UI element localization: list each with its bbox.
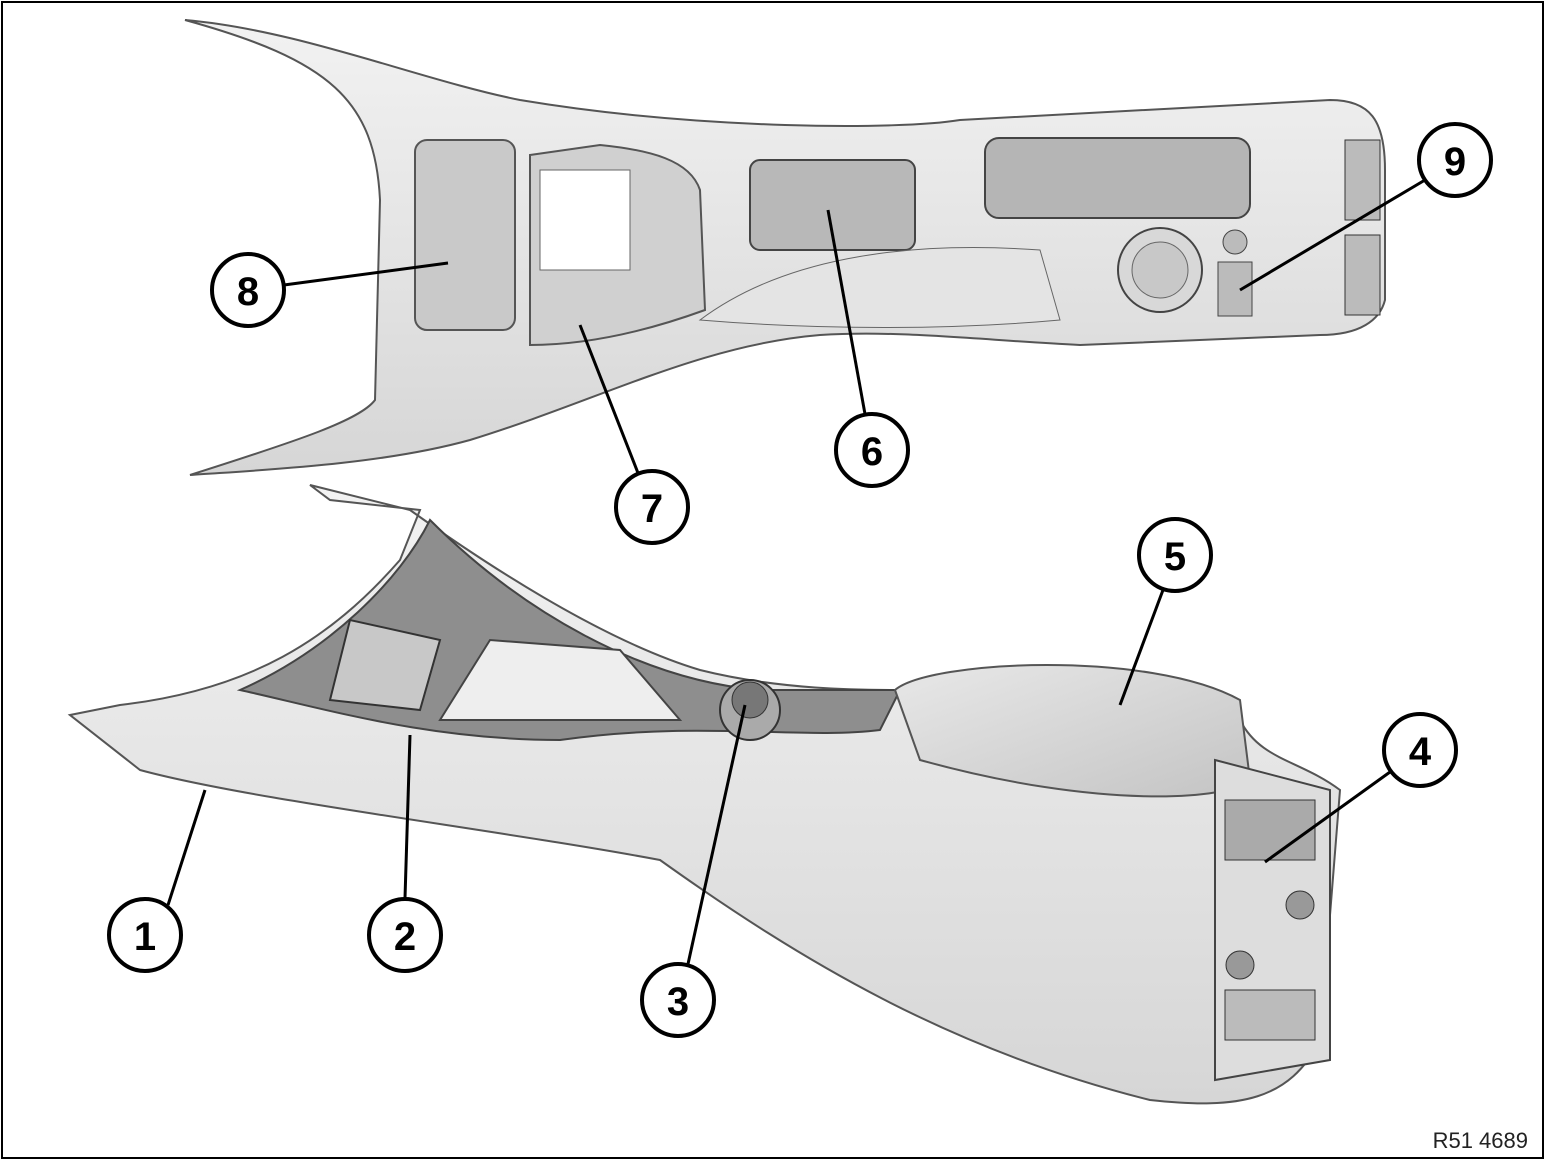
upper-trim-panel bbox=[184, 19, 1386, 476]
callout-2: 2 bbox=[367, 734, 443, 973]
callout-label: 2 bbox=[394, 915, 416, 959]
callout-7: 7 bbox=[578, 324, 690, 545]
callout-label: 1 bbox=[134, 915, 156, 959]
callout-label: 3 bbox=[667, 980, 689, 1024]
callout-6: 6 bbox=[826, 209, 910, 488]
callout-3: 3 bbox=[640, 704, 747, 1038]
callout-5: 5 bbox=[1118, 517, 1213, 706]
lower-console bbox=[67, 484, 1342, 1105]
callout-8: 8 bbox=[210, 252, 449, 328]
callout-label: 6 bbox=[861, 430, 883, 474]
callout-4: 4 bbox=[1264, 712, 1458, 864]
callout-label: 4 bbox=[1409, 730, 1432, 774]
callout-9: 9 bbox=[1239, 122, 1493, 292]
callout-1: 1 bbox=[107, 789, 207, 973]
callout-label: 5 bbox=[1164, 535, 1186, 579]
callout-label: 8 bbox=[237, 270, 259, 314]
callout-label: 7 bbox=[641, 487, 663, 531]
callout-label: 9 bbox=[1444, 140, 1466, 184]
reference-code: R51 4689 bbox=[1432, 1128, 1528, 1153]
